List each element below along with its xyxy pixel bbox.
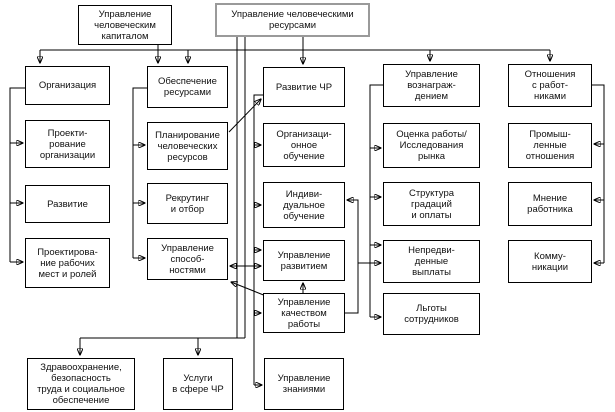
- box-development: Развитие: [25, 185, 110, 223]
- box-industrial-relations: Промыш- ленные отношения: [508, 123, 592, 168]
- box-job-evaluation-market-research: Оценка работы/ Исследования рынка: [383, 123, 480, 168]
- box-recruitment-selection: Рекрутинг и отбор: [147, 183, 228, 224]
- box-human-capital-management: Управление человеческим капиталом: [78, 5, 172, 45]
- column3-connector: [253, 94, 263, 385]
- box-employee-benefits: Льготы сотрудников: [383, 293, 480, 335]
- box-resourcing: Обеспечение ресурсами: [147, 66, 228, 108]
- box-individual-learning: Индиви- дуальное обучение: [263, 182, 345, 228]
- box-knowledge-management: Управление знаниями: [264, 358, 344, 410]
- box-employee-relations: Отношения с работ- никами: [508, 64, 592, 107]
- column4-connector: [369, 84, 383, 317]
- box-grade-pay-structure: Структура градаций и оплаты: [383, 182, 480, 226]
- box-organization-design: Проекти- рование организации: [25, 120, 110, 168]
- box-hr-services: Услуги в сфере ЧР: [163, 358, 233, 410]
- box-hr-planning: Планирование человеческих ресурсов: [147, 122, 228, 170]
- box-job-role-design: Проектирова- ние рабочих мест и ролей: [25, 238, 110, 288]
- box-health-safety-welfare: Здравоохранение, безопасность труда и со…: [27, 358, 135, 410]
- box-contingent-pay: Непредви- денные выплаты: [383, 240, 480, 283]
- box-employee-voice: Мнение работника: [508, 182, 592, 226]
- box-talent-management: Управление способ- ностями: [147, 238, 228, 280]
- box-reward-management: Управление вознаграж- дением: [383, 64, 480, 107]
- diagonal-planning-to-hr-development: [228, 99, 261, 133]
- column2-connector: [132, 87, 147, 258]
- column5-connector: [592, 84, 605, 263]
- box-communications: Комму- никации: [508, 240, 592, 283]
- box-organization: Организация: [25, 66, 110, 105]
- diagonal-performance-to-talent-management: [231, 282, 267, 297]
- box-management-development: Управление развитием: [263, 240, 345, 281]
- link-performance-to-individual-learning: [345, 200, 359, 314]
- box-performance-management: Управление качеством работы: [263, 293, 345, 333]
- box-organizational-learning: Организаци- онное обучение: [263, 123, 345, 167]
- box-hr-development: Развитие ЧР: [263, 67, 345, 107]
- box-human-resource-management: Управление человеческими ресурсами: [215, 3, 370, 37]
- column1-connector: [9, 87, 25, 262]
